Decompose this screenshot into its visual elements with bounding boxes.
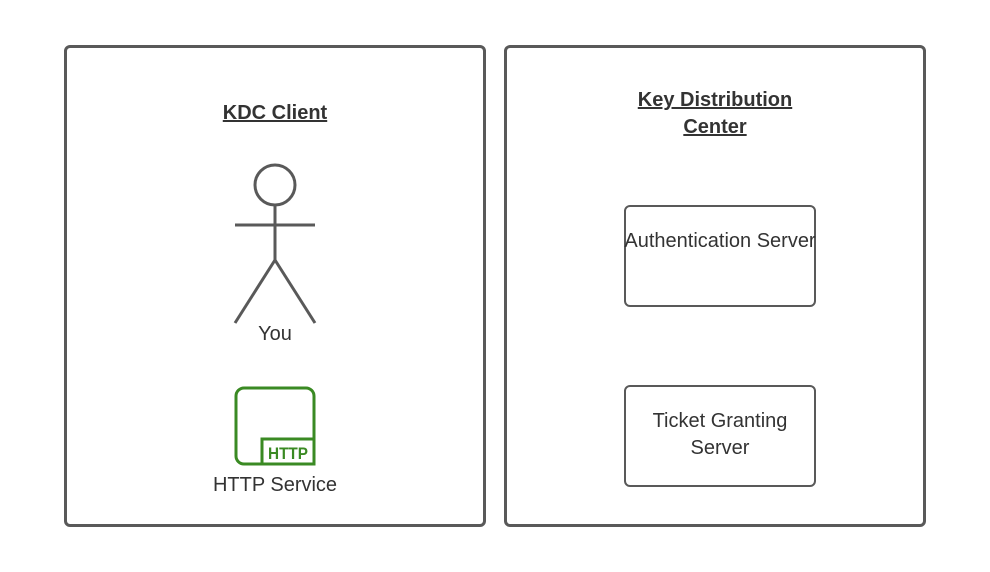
authentication-server-label: Authentication Server (624, 230, 816, 252)
http-badge-text: HTTP (268, 444, 308, 463)
http-service-label: HTTP Service (212, 474, 338, 496)
authentication-server-node (624, 205, 816, 307)
actor-label: You (258, 323, 292, 345)
kdc-client-title: KDC Client (222, 102, 328, 124)
ticket-granting-server-label: Ticket Granting Server (652, 410, 788, 459)
actor-icon (233, 163, 317, 324)
ticket-granting-server-node (624, 385, 816, 487)
http-service-icon (234, 386, 316, 466)
kdc-title: Key Distribution Center (637, 89, 793, 138)
